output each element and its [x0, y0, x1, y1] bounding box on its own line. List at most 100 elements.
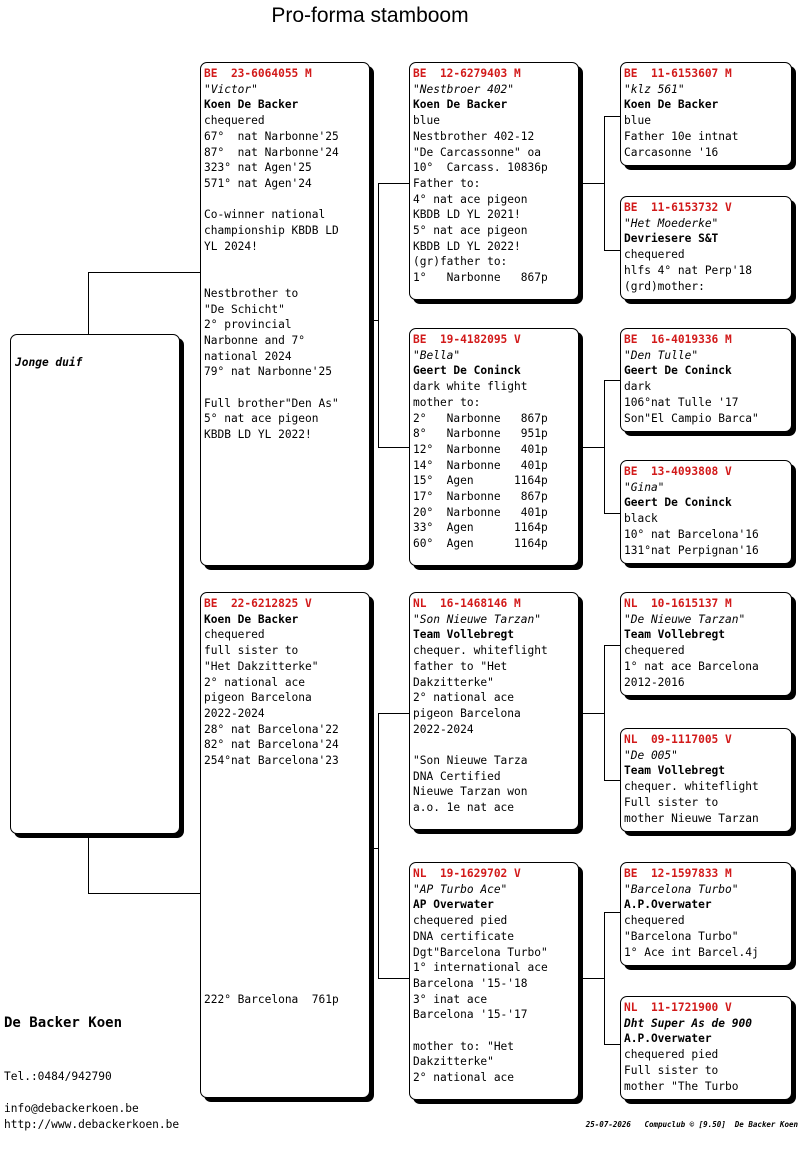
note-line	[413, 737, 578, 753]
father-box[interactable]: BE 23-6064055 M "Victor" Koen De Backer …	[200, 62, 370, 566]
owner-name: Koen De Backer	[204, 612, 299, 626]
note-line: 87° nat Narbonne'24	[204, 145, 339, 159]
breeder-website[interactable]: http://www.debackerkoen.be	[4, 1118, 180, 1131]
mff-box[interactable]: NL 10-1615137 M "De Nieuwe Tarzan" Team …	[620, 592, 792, 696]
father-father-box[interactable]: BE 12-6279403 M "Nestbroer 402" Koen De …	[409, 62, 579, 300]
owner-name: A.P.Overwater	[624, 1032, 712, 1046]
mfm-box[interactable]: NL 09-1117005 V "De 005" Team Vollebregt…	[620, 728, 792, 832]
note-line: KBDB LD YL 2022!	[413, 239, 521, 253]
ffm-box[interactable]: BE 11-6153732 V "Het Moederke" Devrieser…	[620, 196, 792, 300]
note-line: 131°nat Perpignan'16	[624, 543, 759, 557]
note-line: pigeon Barcelona	[204, 691, 312, 705]
note-line	[413, 1023, 578, 1039]
note-line: 60° Agen 1164p	[413, 537, 548, 551]
note-line: 2022-2024	[413, 722, 474, 736]
connector	[378, 713, 410, 714]
owner-name: A.P.Overwater	[624, 898, 712, 912]
connector	[604, 912, 620, 913]
note-line: chequered	[624, 248, 685, 262]
owner-name: AP Overwater	[413, 898, 494, 912]
mother-mother-box[interactable]: NL 19-1629702 V "AP Turbo Ace" AP Overwa…	[409, 862, 579, 1100]
note-line: 1° nat ace Barcelona	[624, 659, 759, 673]
note-line: 33° Agen 1164p	[413, 521, 548, 535]
note-line: Barcelona '15-'18	[413, 976, 528, 990]
note-line: 1° Ace int Barcel.4j	[624, 945, 759, 959]
note-line: 2° Narbonne 867p	[413, 411, 548, 425]
note-line: 8° Narbonne 951p	[413, 427, 548, 441]
note-line: 2022-2024	[204, 706, 265, 720]
connector	[580, 183, 604, 184]
note-line: 79° nat Narbonne'25	[204, 365, 332, 379]
connector	[604, 380, 620, 381]
connector	[604, 116, 620, 117]
note-line: 14° Narbonne 401p	[413, 458, 548, 472]
connector	[88, 272, 200, 273]
mother-box[interactable]: BE 22-6212825 V Koen De Backer chequered…	[200, 592, 370, 1098]
note-line: chequered	[204, 628, 265, 642]
note-line: Dakzitterke"	[413, 675, 494, 689]
ring-number: BE 19-4182095 V	[413, 333, 521, 346]
note-line: Father 10e intnat	[624, 129, 739, 143]
pigeon-name: "Bella"	[413, 348, 461, 362]
note-line: (grd)mother:	[624, 279, 705, 293]
note-line: Full sister to	[624, 795, 719, 809]
connector	[604, 645, 620, 646]
ring-number: BE 11-6153607 M	[624, 67, 732, 80]
breeder-email[interactable]: info@debackerkoen.be	[4, 1102, 139, 1115]
mother-father-box[interactable]: NL 16-1468146 M "Son Nieuwe Tarzan" Team…	[409, 592, 579, 830]
note-line: chequer. whiteflight	[413, 644, 548, 658]
note-line: full sister to	[204, 644, 299, 658]
connector	[378, 447, 410, 448]
note-line: black	[624, 512, 658, 526]
connector	[580, 978, 604, 979]
note-line: 323° nat Agen'25	[204, 161, 312, 175]
connector	[370, 848, 378, 849]
pigeon-name: "De Nieuwe Tarzan"	[624, 612, 746, 626]
fff-box[interactable]: BE 11-6153607 M "klz 561" Koen De Backer…	[620, 62, 792, 166]
connector	[378, 183, 379, 448]
note-line: Nestbrother 402-12	[413, 129, 535, 143]
note-line: 1° international ace	[413, 961, 548, 975]
owner-name: Team Vollebregt	[624, 628, 726, 642]
ring-number: BE 16-4019336 M	[624, 333, 732, 346]
ring-number: BE 12-1597833 M	[624, 867, 732, 880]
note-line: 17° Narbonne 867p	[413, 490, 548, 504]
note-line: Carcasonne '16	[624, 145, 719, 159]
connector	[604, 912, 605, 1045]
subject-box[interactable]: Jonge duif	[10, 334, 180, 834]
note-line: championship KBDB LD	[204, 224, 339, 238]
connector	[604, 780, 620, 781]
note-line: hlfs 4° nat Perp'18	[624, 263, 752, 277]
connector	[378, 978, 410, 979]
owner-name: Koen De Backer	[204, 98, 299, 112]
bottom-note: 222° Barcelona 761p	[204, 993, 339, 1006]
fmm-box[interactable]: BE 13-4093808 V "Gina" Geert De Coninck …	[620, 460, 792, 564]
note-line: mother to: "Het	[413, 1039, 515, 1053]
note-line: 571° nat Agen'24	[204, 176, 312, 190]
note-line: national 2024	[204, 349, 292, 363]
note-line: 2° national ace	[413, 1071, 515, 1085]
connector	[378, 713, 379, 979]
owner-name: Koen De Backer	[624, 98, 719, 112]
note-line: dark	[624, 380, 651, 394]
mmf-box[interactable]: BE 12-1597833 M "Barcelona Turbo" A.P.Ov…	[620, 862, 792, 966]
note-line: YL 2024!	[204, 239, 258, 253]
connector	[88, 834, 89, 894]
mmm-box[interactable]: NL 11-1721900 V Dht Super As de 900 A.P.…	[620, 996, 792, 1100]
note-line: 2° provincial	[204, 318, 292, 332]
note-line	[204, 270, 369, 286]
note-line: chequered	[624, 914, 685, 928]
footer-credit: 25-07-2026 Compuclub © [9.50] De Backer …	[585, 1120, 798, 1129]
note-line: "De Carcassonne" oa	[413, 145, 541, 159]
note-line: 28° nat Barcelona'22	[204, 722, 339, 736]
note-line: 10° nat Barcelona'16	[624, 527, 759, 541]
note-line	[204, 254, 369, 270]
fmf-box[interactable]: BE 16-4019336 M "Den Tulle" Geert De Con…	[620, 328, 792, 432]
connector	[604, 1044, 620, 1045]
father-mother-box[interactable]: BE 19-4182095 V "Bella" Geert De Coninck…	[409, 328, 579, 566]
